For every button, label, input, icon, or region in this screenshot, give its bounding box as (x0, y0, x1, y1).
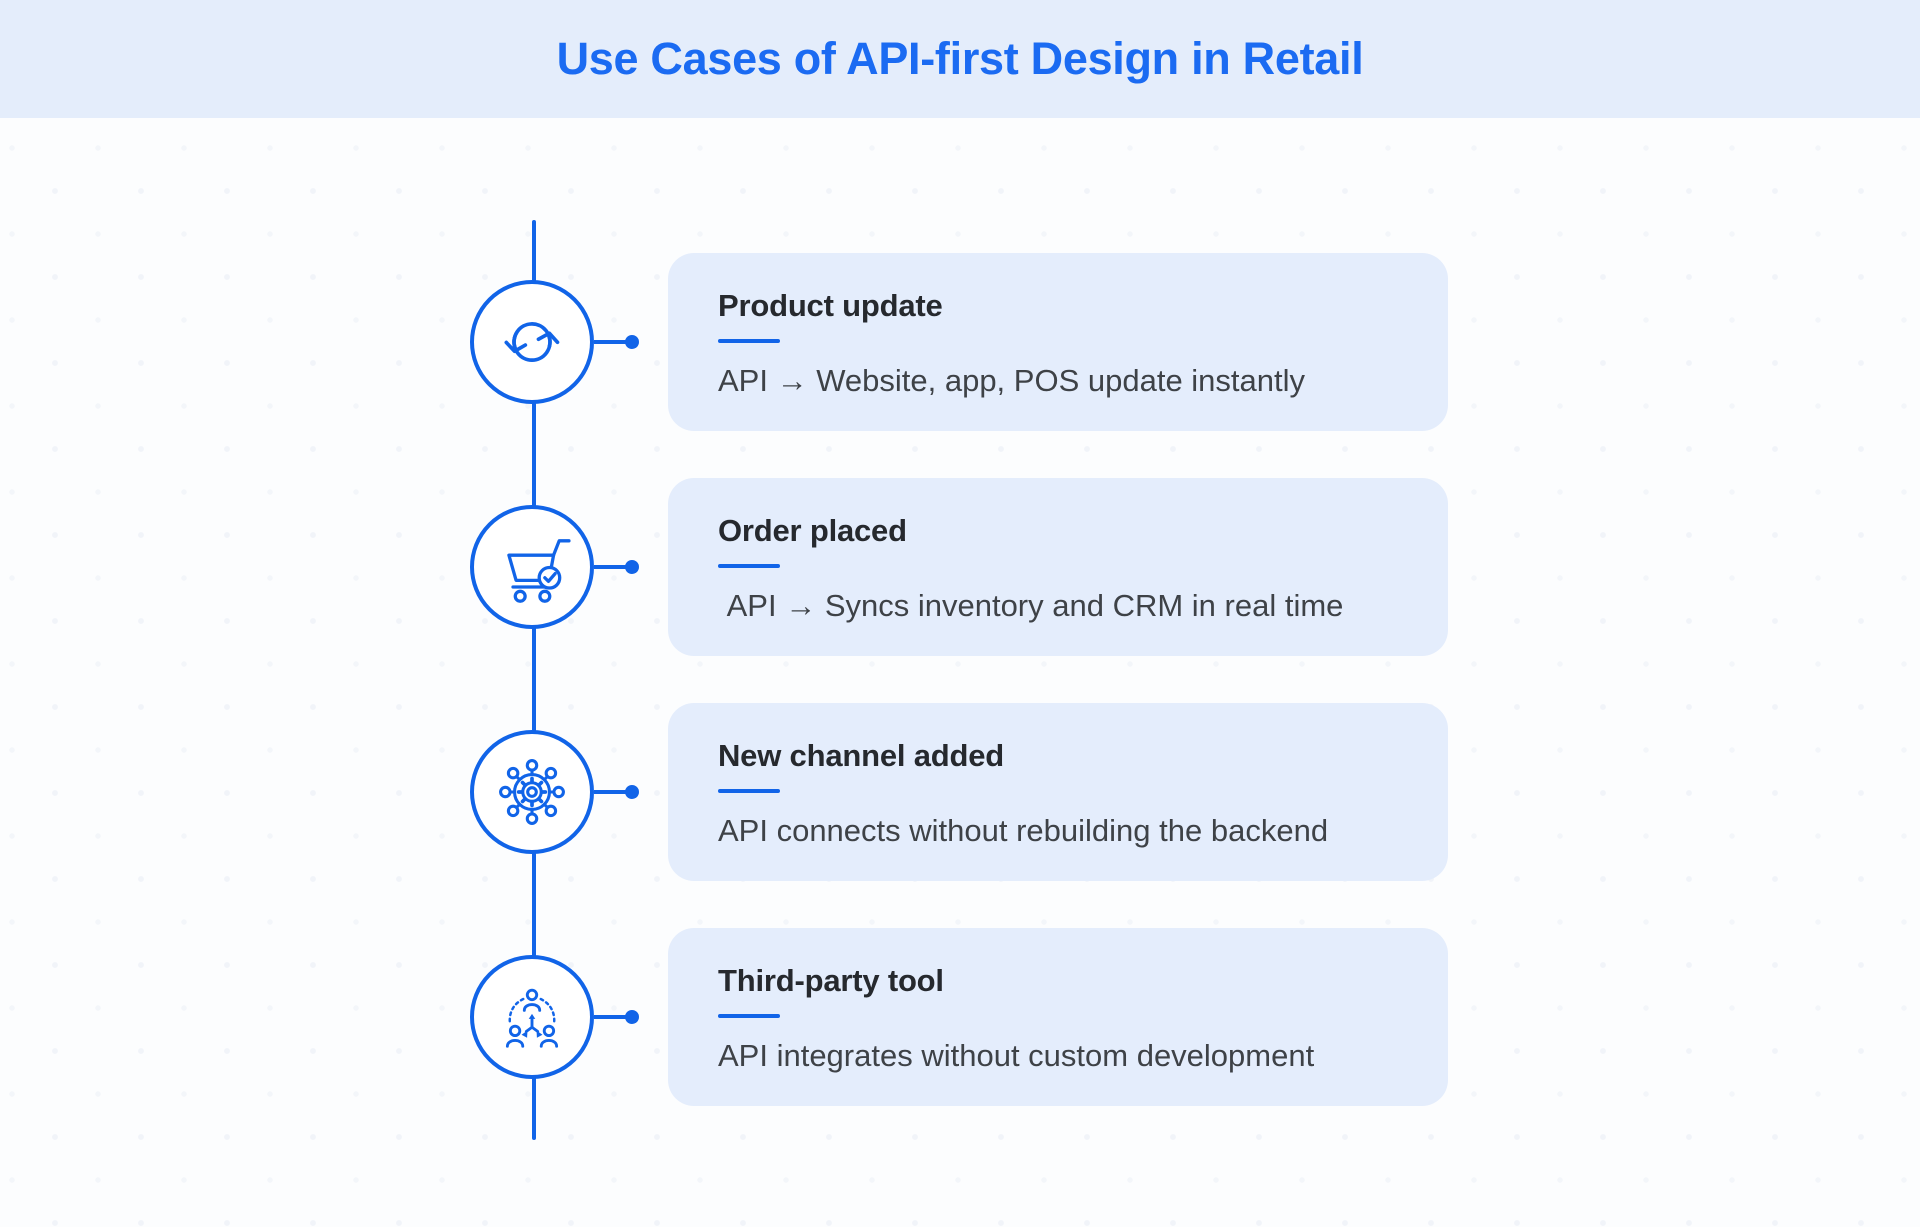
team-network-icon (493, 978, 571, 1056)
timeline-line (532, 220, 536, 1140)
node-connector (594, 785, 639, 799)
connector-dot (625, 1010, 639, 1024)
timeline-node (470, 280, 594, 404)
card-title: New channel added (718, 738, 1004, 773)
node-connector (594, 1010, 639, 1024)
use-case-card: New channel added API connects without r… (668, 703, 1448, 881)
connected-gear-icon (493, 753, 571, 831)
title-underline (718, 1014, 780, 1019)
cart-check-icon (493, 528, 571, 606)
use-case-card: Order placed API → Syncs inventory and C… (668, 478, 1448, 656)
header-band: Use Cases of API-first Design in Retail (0, 0, 1920, 118)
card-description: API → Syncs inventory and CRM in real ti… (718, 588, 1344, 624)
connector-dot (625, 785, 639, 799)
use-case-card: Product update API → Website, app, POS u… (668, 253, 1448, 431)
use-case-card: Third-party tool API integrates without … (668, 928, 1448, 1106)
page-title: Use Cases of API-first Design in Retail (556, 33, 1364, 84)
connector-dot (625, 560, 639, 574)
card-description: API connects without rebuilding the back… (718, 813, 1329, 849)
node-connector (594, 560, 639, 574)
title-underline (718, 789, 780, 794)
timeline-item-order-placed: Order placed API → Syncs inventory and C… (470, 478, 1448, 656)
connector-dot (625, 335, 639, 349)
title-underline (718, 564, 780, 569)
timeline-node (470, 505, 594, 629)
card-description: API → Website, app, POS update instantly (718, 363, 1306, 399)
card-title: Order placed (718, 513, 907, 548)
timeline-item-product-update: Product update API → Website, app, POS u… (470, 253, 1448, 431)
card-description: API integrates without custom developmen… (718, 1038, 1315, 1074)
timeline-node (470, 730, 594, 854)
timeline-item-third-party-tool: Third-party tool API integrates without … (470, 928, 1448, 1106)
card-title: Third-party tool (718, 963, 944, 998)
card-title: Product update (718, 288, 943, 323)
title-underline (718, 339, 780, 344)
node-connector (594, 335, 639, 349)
timeline-item-new-channel: New channel added API connects without r… (470, 703, 1448, 881)
timeline-node (470, 955, 594, 1079)
sync-icon (493, 303, 571, 381)
